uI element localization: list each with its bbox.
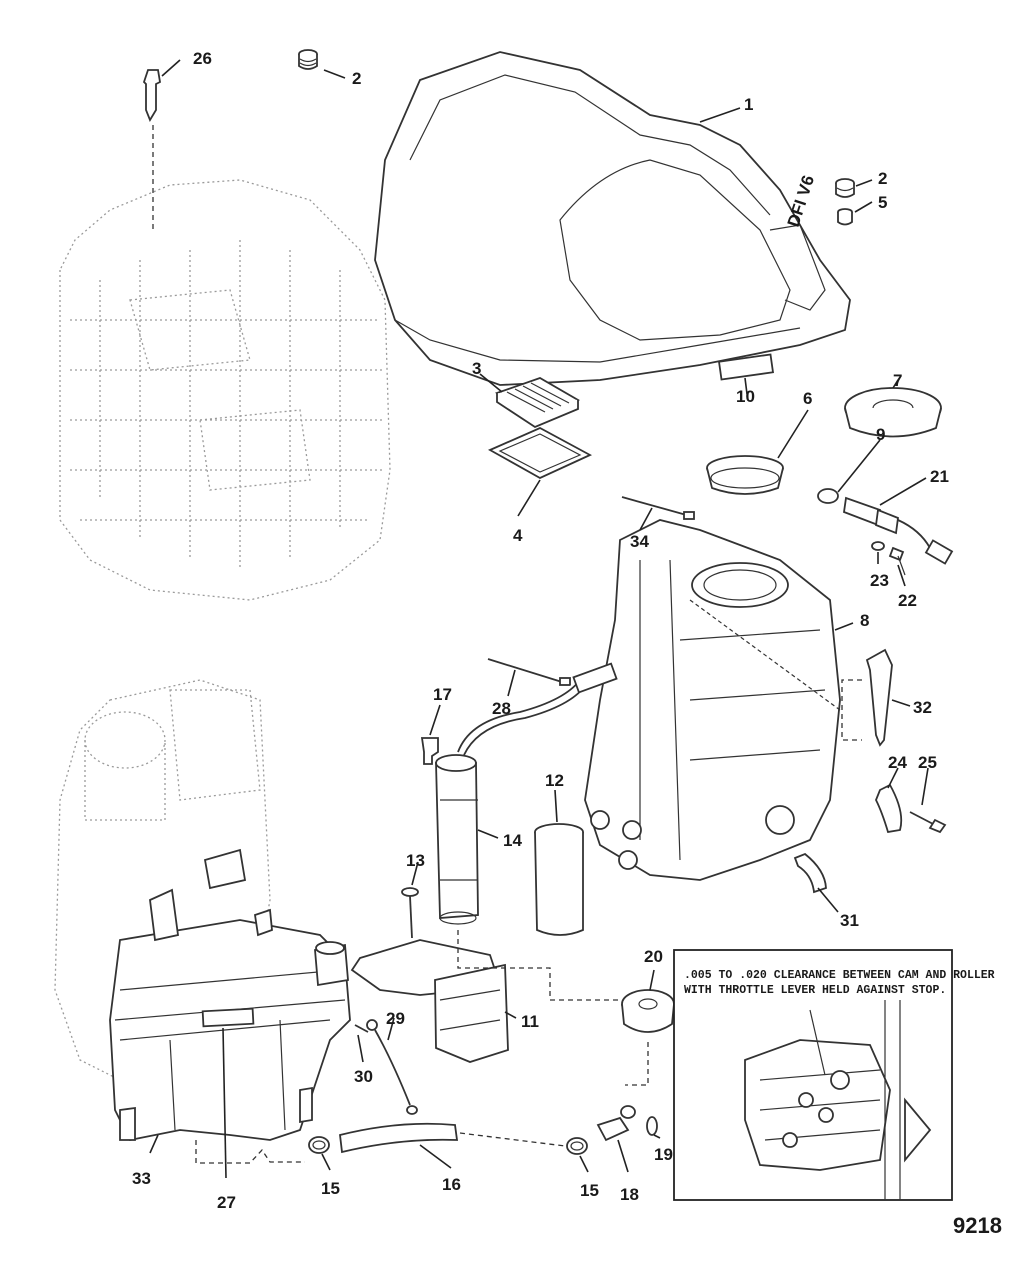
- part-29-ground-wire: [366, 1019, 418, 1115]
- callout-5: 5: [878, 193, 887, 212]
- part-20-grommet: [621, 989, 675, 1033]
- inset-note-text: .005 TO .020 CLEARANCE BETWEEN CAM AND R…: [684, 969, 995, 982]
- grommet-route-line: [625, 1042, 649, 1086]
- part-18-fitting: [596, 1105, 636, 1142]
- part-21-sensor: [817, 488, 954, 565]
- callout-33: 33: [132, 1169, 151, 1188]
- part-3-air-filter: [494, 377, 581, 429]
- part-17-elbow-fitting: [420, 737, 439, 765]
- part-31-clip: [793, 852, 827, 894]
- part-32-bracket: [841, 648, 893, 747]
- callout-9: 9: [876, 425, 885, 444]
- callout-20: 20: [644, 947, 663, 966]
- callout-26: 26: [193, 49, 212, 68]
- callout-labels: 26 2 1 2 5 3 10 7 6 9 4 34 21 23 22 8 32…: [132, 49, 949, 1212]
- callout-24: 24: [888, 753, 907, 772]
- hose-route-right: [459, 1132, 566, 1147]
- part-16-fuel-hose: [339, 1122, 459, 1154]
- callout-34: 34: [630, 532, 649, 551]
- part-13-screw: [401, 887, 419, 939]
- part-25-bolt: [909, 811, 947, 834]
- hose-route-line: [457, 930, 620, 1001]
- part-22-screw: [888, 546, 906, 576]
- callout-4: 4: [513, 526, 523, 545]
- callout-7: 7: [893, 371, 902, 390]
- part-15-clamp-right: [566, 1137, 588, 1155]
- part-14-fuel-pump: [435, 662, 618, 925]
- callout-10: 10: [736, 387, 755, 406]
- part-7-cap: [844, 387, 942, 438]
- part-30-screw: [354, 1024, 369, 1033]
- callout-16: 16: [442, 1175, 461, 1194]
- inset-note-text-line2: WITH THROTTLE LEVER HELD AGAINST STOP.: [684, 984, 946, 997]
- callout-6: 6: [803, 389, 812, 408]
- part-4-gasket: [487, 426, 593, 480]
- callout-12: 12: [545, 771, 564, 790]
- callout-29: 29: [386, 1009, 405, 1028]
- callout-1: 1: [744, 95, 753, 114]
- callout-19: 19: [654, 1145, 673, 1164]
- callout-25: 25: [918, 753, 937, 772]
- filter-hose-route: [195, 1140, 305, 1164]
- callout-13: 13: [406, 851, 425, 870]
- ghost-engine-block: [59, 179, 391, 601]
- callout-2-top: 2: [352, 69, 361, 88]
- part-19-o-ring: [646, 1116, 658, 1136]
- callout-23: 23: [870, 571, 889, 590]
- part-2-grommet-top: [298, 49, 318, 70]
- part-33-fuel-filter-assembly: [109, 848, 351, 1142]
- figure-number: 9218: [953, 1213, 1002, 1238]
- ghost-intake-plenum: [54, 679, 271, 1091]
- part-28-tie-strap: [487, 658, 571, 686]
- callout-8: 8: [860, 611, 869, 630]
- callout-28: 28: [492, 699, 511, 718]
- callout-27: 27: [217, 1193, 236, 1212]
- part-12-sleeve: [534, 823, 584, 936]
- callout-2-right: 2: [878, 169, 887, 188]
- cover-logo-text: DFI V6: [784, 173, 818, 229]
- part-1-engine-cover: [374, 51, 851, 386]
- callout-15-left: 15: [321, 1179, 340, 1198]
- inset-detail: [673, 949, 953, 1201]
- part-34-tie-strap: [621, 496, 695, 520]
- callout-15-right: 15: [580, 1181, 599, 1200]
- callout-22: 22: [898, 591, 917, 610]
- part-15-clamp-left: [308, 1136, 330, 1154]
- callout-18: 18: [620, 1185, 639, 1204]
- part-2-grommet-right: [835, 178, 855, 198]
- part-26-hose-fitting: [142, 69, 161, 230]
- part-11-bracket: [350, 939, 509, 1063]
- callout-3: 3: [472, 359, 481, 378]
- callout-32: 32: [913, 698, 932, 717]
- callout-14: 14: [503, 831, 522, 850]
- part-6-seal-ring: [706, 455, 784, 495]
- part-5-grommet-right: [837, 208, 853, 226]
- callout-31: 31: [840, 911, 859, 930]
- part-8-throttle-body: [584, 519, 841, 881]
- part-24-clamp: [875, 783, 903, 834]
- callout-17: 17: [433, 685, 452, 704]
- callout-21: 21: [930, 467, 949, 486]
- leader-lines: [149, 59, 929, 1179]
- inset-note-line: .005 TO .020 CLEARANCE BETWEEN CAM AND R…: [684, 969, 1001, 997]
- part-23-washer: [871, 541, 885, 551]
- callout-30: 30: [354, 1067, 373, 1086]
- callout-11: 11: [521, 1012, 539, 1031]
